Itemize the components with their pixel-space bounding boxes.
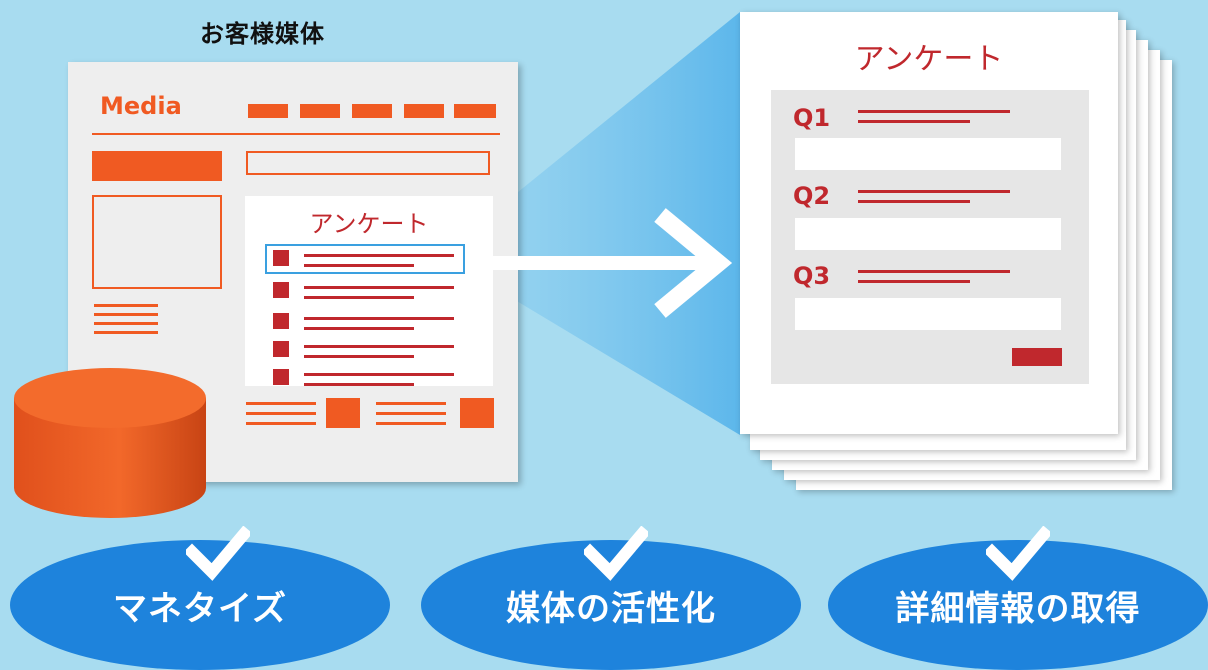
question-line — [858, 120, 970, 123]
footer-line — [376, 412, 446, 415]
text-line — [94, 322, 158, 325]
survey-item-bullet — [273, 250, 289, 266]
survey-item-line — [304, 373, 454, 376]
highlighted-survey-item — [265, 244, 465, 274]
arrow-right-icon — [470, 208, 733, 318]
checkmark-icon — [186, 526, 250, 581]
image-placeholder — [92, 195, 222, 289]
question-label: Q2 — [793, 182, 831, 210]
survey-item-line — [304, 264, 414, 267]
survey-item-line — [304, 296, 414, 299]
question-label: Q3 — [793, 262, 831, 290]
header-divider — [92, 133, 500, 135]
nav-item — [300, 104, 340, 118]
nav-bar — [248, 104, 496, 118]
survey-item-line — [304, 254, 454, 257]
media-logo: Media — [100, 92, 182, 120]
text-line — [94, 304, 158, 307]
question-line — [858, 190, 1010, 193]
survey-item-line — [304, 327, 414, 330]
answer-field — [795, 138, 1061, 170]
nav-item — [248, 104, 288, 118]
footer-line — [246, 412, 316, 415]
survey-item-line — [304, 317, 454, 320]
survey-document-title: アンケート — [854, 42, 1004, 77]
nav-item — [454, 104, 496, 118]
question-line — [858, 110, 1010, 113]
question-line — [858, 270, 1010, 273]
footer-block — [460, 398, 494, 428]
answer-field — [795, 218, 1061, 250]
footer-line — [246, 402, 316, 405]
checkmark-icon — [986, 526, 1050, 581]
survey-widget-title: アンケート — [309, 210, 429, 238]
survey-item-line — [304, 383, 414, 386]
footer-line — [376, 402, 446, 405]
nav-item — [352, 104, 392, 118]
answer-field — [795, 298, 1061, 330]
footer-line — [246, 422, 316, 425]
nav-item — [404, 104, 444, 118]
media-label: お客様媒体 — [200, 20, 325, 48]
sidebar-block — [92, 151, 222, 181]
database-icon — [14, 368, 206, 518]
survey-item-bullet — [273, 282, 289, 298]
survey-item-line — [304, 355, 414, 358]
question-line — [858, 280, 970, 283]
footer-line — [376, 422, 446, 425]
survey-item-bullet — [273, 313, 289, 329]
submit-button — [1012, 348, 1062, 366]
survey-item-line — [304, 286, 454, 289]
question-line — [858, 200, 970, 203]
survey-item-line — [304, 345, 454, 348]
search-box — [246, 151, 490, 175]
text-line — [94, 331, 158, 334]
survey-item-bullet — [273, 369, 289, 385]
question-label: Q1 — [793, 104, 831, 132]
footer-block — [326, 398, 360, 428]
survey-item-bullet — [273, 341, 289, 357]
checkmark-icon — [584, 526, 648, 581]
text-line — [94, 313, 158, 316]
